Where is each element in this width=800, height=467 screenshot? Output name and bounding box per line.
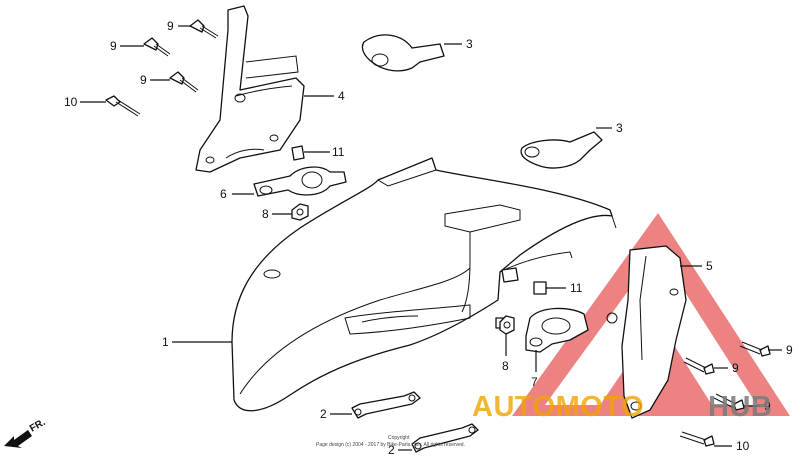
- collar-8-upper: [291, 203, 309, 221]
- callout-10: 10: [736, 439, 750, 453]
- clamp-7: [525, 307, 589, 353]
- callout-11: 11: [570, 281, 583, 295]
- collar-8-lower: [499, 315, 515, 335]
- bolt-10-upper: [105, 95, 141, 117]
- stay-2-lower: [411, 423, 479, 453]
- callout-9: 9: [732, 361, 739, 375]
- callout-9: 9: [167, 19, 174, 33]
- direction-label: FR.: [28, 417, 48, 435]
- callout-1: 1: [162, 335, 169, 349]
- bolt-9-right2: [683, 357, 715, 375]
- callout-9: 9: [110, 39, 117, 53]
- callout-labels: 9 9 9 10 3 4 3 11 6 8 5 11 1 9 9 8 7 9 2…: [64, 19, 793, 457]
- bolt-9-right3: [713, 393, 745, 411]
- copyright-label: Copyright: [388, 435, 410, 441]
- arrow-icon: [4, 430, 32, 448]
- callout-2: 2: [388, 443, 395, 457]
- nut-11-upper: [291, 145, 305, 161]
- footer-notice: Page design (c) 2004 - 2017 by Bike-Part…: [316, 442, 465, 448]
- front-direction-indicator: FR.: [4, 417, 48, 448]
- clamp-right: [520, 131, 603, 169]
- callout-10: 10: [64, 95, 78, 109]
- callout-7: 7: [531, 375, 538, 389]
- callout-8: 8: [262, 207, 269, 221]
- upper-bracket: [195, 5, 305, 173]
- side-bracket: [606, 245, 687, 419]
- bolt-9-right1: [739, 341, 771, 357]
- bolt-9-low: [169, 71, 199, 93]
- callout-8: 8: [502, 359, 509, 373]
- clamp-upper: [361, 34, 445, 72]
- callout-4: 4: [338, 89, 345, 103]
- callout-5: 5: [706, 259, 713, 273]
- watermark-wordmark: AUTOMOTO HUB: [472, 391, 772, 423]
- nut-11-lower: [533, 281, 547, 295]
- leader-lines: [80, 25, 782, 451]
- callout-9: 9: [764, 399, 771, 413]
- callout-6: 6: [220, 187, 227, 201]
- stay-2-upper: [351, 391, 421, 419]
- watermark-text-hub: HUB: [708, 391, 772, 423]
- callout-11: 11: [332, 145, 345, 159]
- callout-3: 3: [616, 121, 623, 135]
- clamp-6: [253, 166, 347, 197]
- watermark-text-main: AUTOMOTO: [472, 391, 644, 423]
- callout-2: 2: [320, 407, 327, 421]
- callout-9: 9: [140, 73, 147, 87]
- bolt-9-mid: [143, 37, 171, 57]
- callout-3: 3: [466, 37, 473, 51]
- bolt-10-lower: [679, 431, 715, 447]
- callout-9: 9: [786, 343, 793, 357]
- bolt-9-top: [189, 19, 219, 39]
